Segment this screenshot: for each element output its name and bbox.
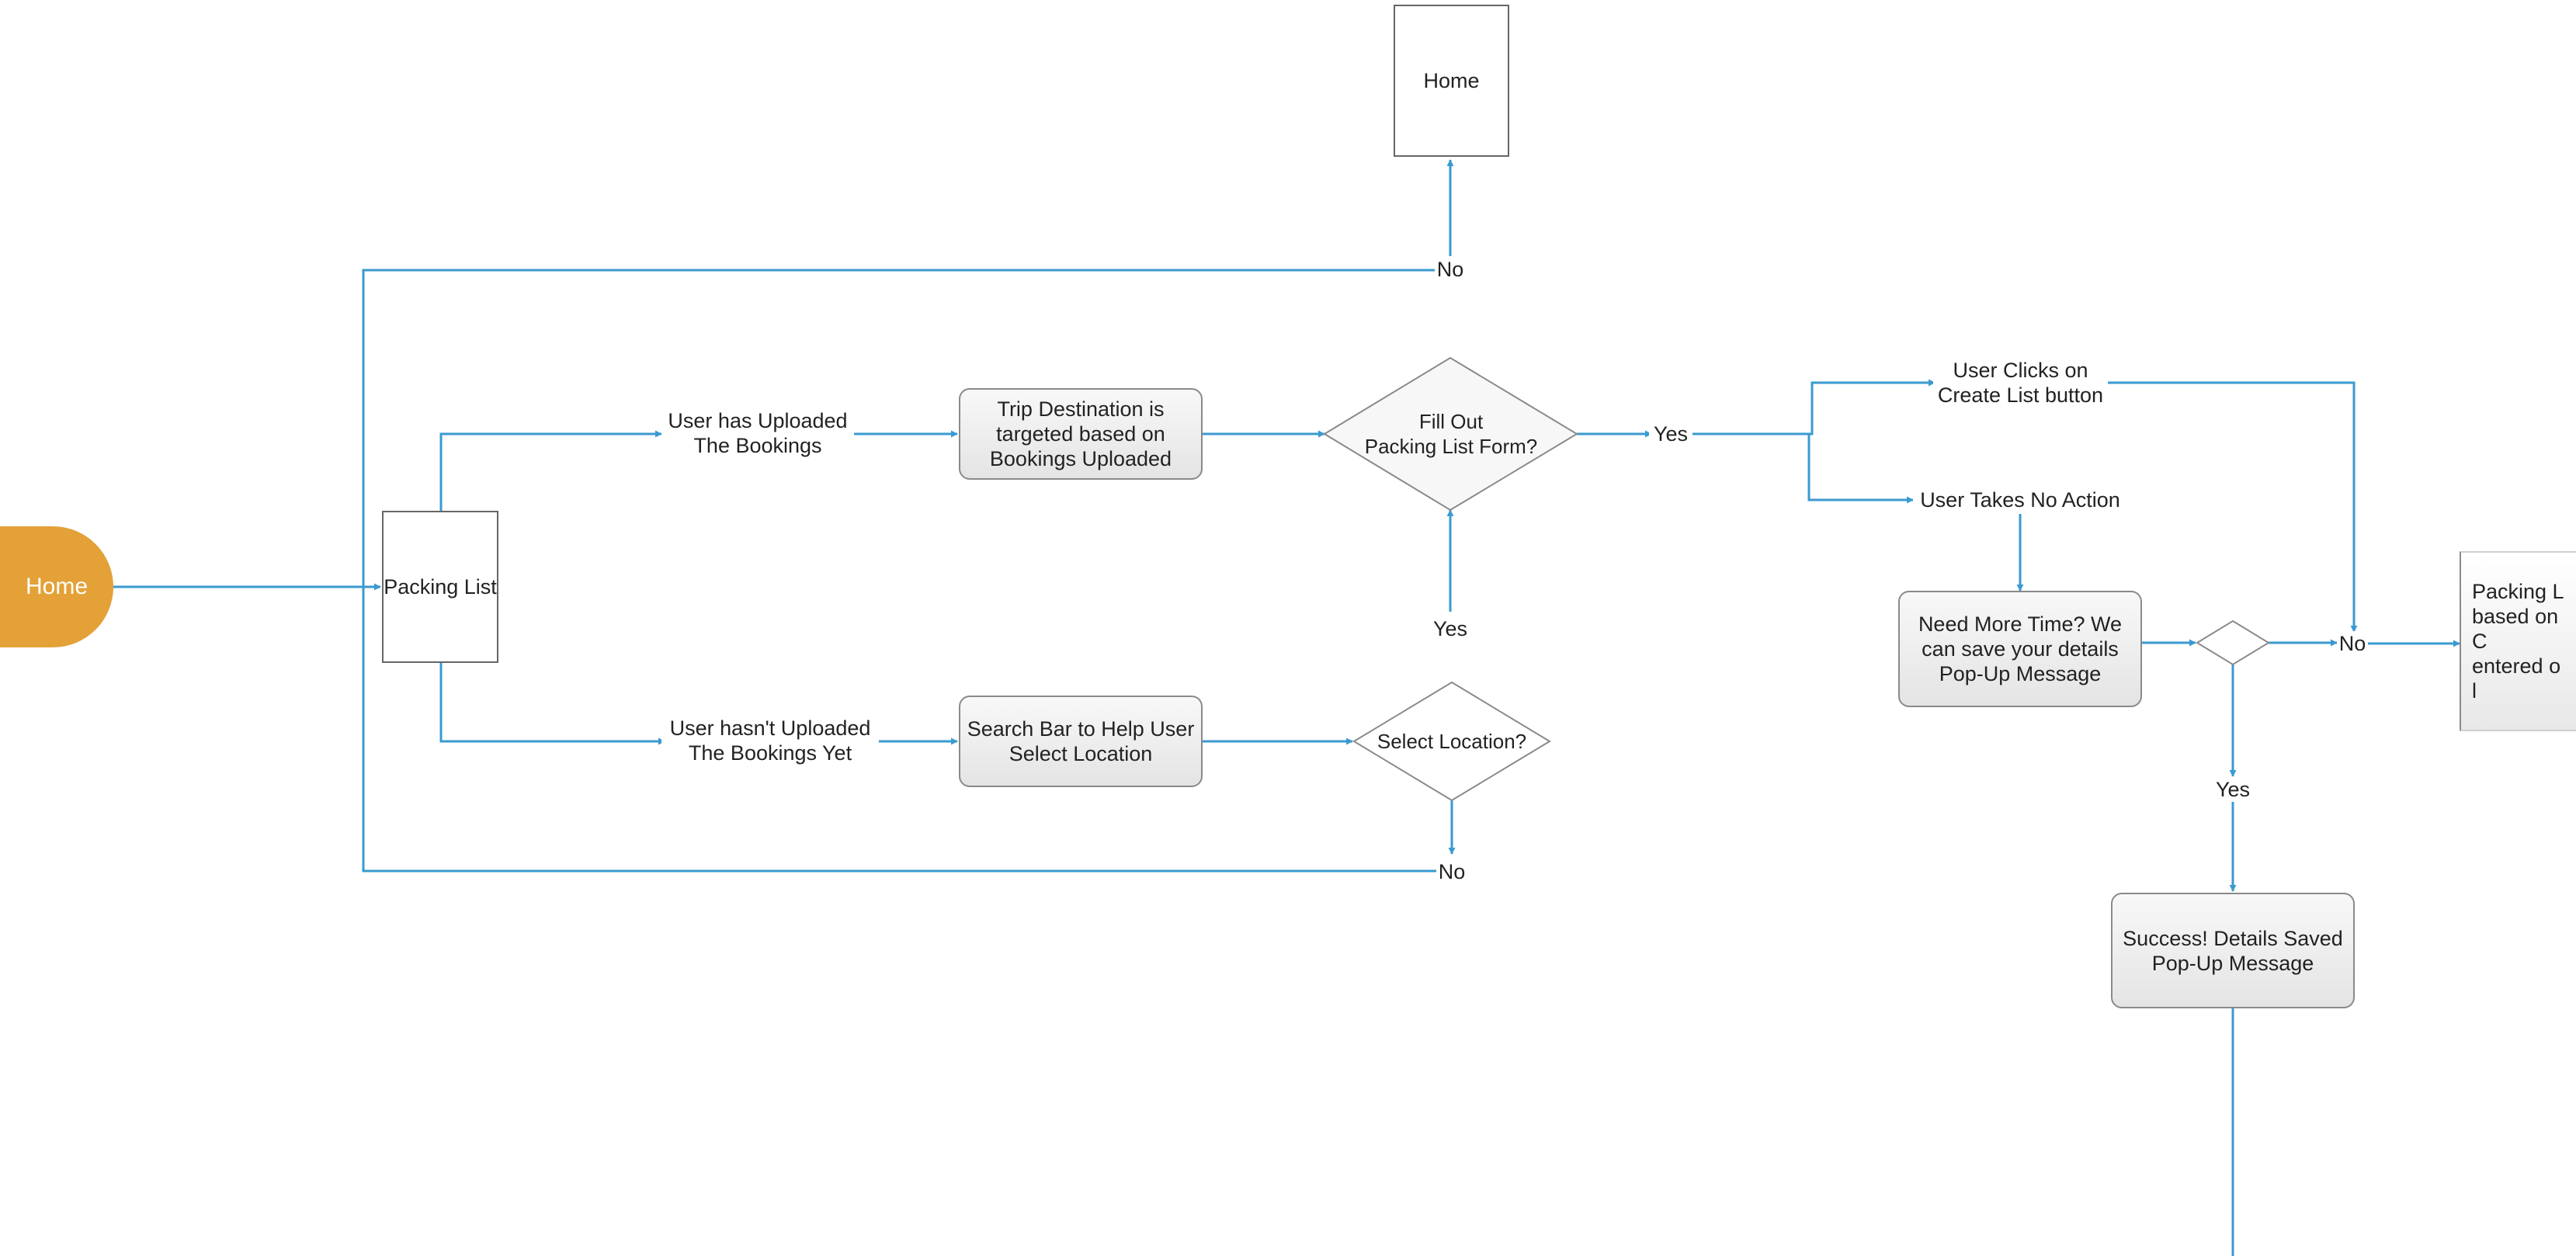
- connector-yes-branch-no-action: [1807, 432, 1914, 504]
- connector-packing-to-not-uploaded: [439, 663, 665, 745]
- connector-packing-to-uploaded: [439, 430, 662, 511]
- search-bar-process: Search Bar to Help User Select Location: [959, 696, 1203, 787]
- trip-destination-process: Trip Destination is targeted based on Bo…: [959, 388, 1203, 480]
- save-details-decision-diamond: [2196, 619, 2270, 666]
- connector-yes-branch: [1692, 379, 1935, 435]
- label-no-right: No: [2337, 631, 2368, 656]
- packing-list-result-node: Packing L based on C entered o l: [2460, 551, 2576, 731]
- label-user-clicks-create-list: User Clicks on Create List button: [1933, 358, 2108, 408]
- label-user-no-action: User Takes No Action: [1913, 487, 2127, 512]
- label-yes-fillout: Yes: [1649, 422, 1692, 446]
- label-user-not-uploaded: User hasn't Uploaded The Bookings Yet: [661, 716, 879, 765]
- select-location-label: Select Location?: [1377, 730, 1527, 753]
- label-yes-save: Yes: [2211, 777, 2255, 802]
- select-location-diamond: [1352, 681, 1551, 802]
- label-yes-below-fillout: Yes: [1429, 616, 1472, 641]
- fill-out-form-diamond: [1323, 356, 1578, 512]
- connector-clicks-to-no: [2106, 381, 2358, 633]
- success-details-saved-popup: Success! Details Saved Pop-Up Message: [2111, 893, 2355, 1008]
- need-more-time-popup: Need More Time? We can save your details…: [1898, 591, 2142, 707]
- packing-list-page[interactable]: Packing List: [382, 511, 498, 663]
- home-top-page[interactable]: Home: [1394, 5, 1509, 157]
- label-user-uploaded: User has Uploaded The Bookings: [661, 408, 854, 458]
- label-no-top: No: [1435, 257, 1466, 282]
- fill-out-form-label: Fill Out Packing List Form?: [1364, 410, 1538, 458]
- connector-bottom-loop: [362, 269, 1436, 873]
- label-no-bottom: No: [1436, 859, 1467, 884]
- home-start-node[interactable]: Home: [0, 526, 113, 647]
